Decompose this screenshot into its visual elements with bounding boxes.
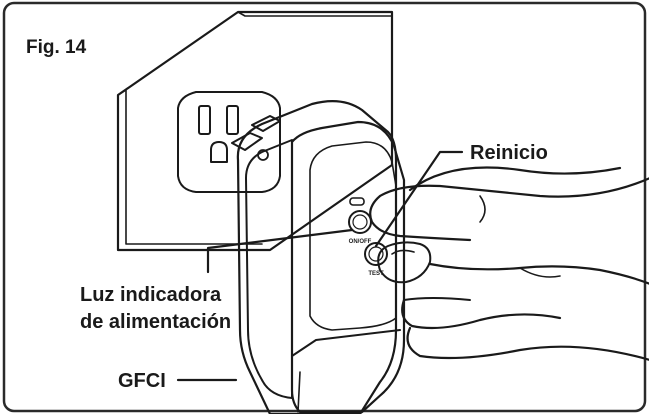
hand-illustration — [369, 166, 649, 361]
reset-callout-label: Reinicio — [470, 142, 548, 164]
on-off-button-label: ON/OFF — [349, 239, 372, 245]
power-light-callout-label-line2: de alimentación — [80, 311, 231, 333]
gfci-device — [231, 99, 406, 414]
power-indicator-light — [349, 197, 365, 206]
wall-outlet — [177, 91, 281, 193]
outlet-slot-right — [226, 105, 239, 135]
power-light-callout-label-line1: Luz indicadora — [80, 284, 222, 306]
figure-label: Fig. 14 — [26, 37, 87, 58]
reset-callout-line — [374, 150, 464, 248]
gfci-callout-label: GFCI — [118, 370, 166, 392]
power-light-callout-line — [206, 228, 354, 274]
outlet-slot-left — [198, 105, 211, 135]
outlet-ground-hole — [210, 141, 228, 163]
test-button-label: TEST — [368, 271, 384, 277]
